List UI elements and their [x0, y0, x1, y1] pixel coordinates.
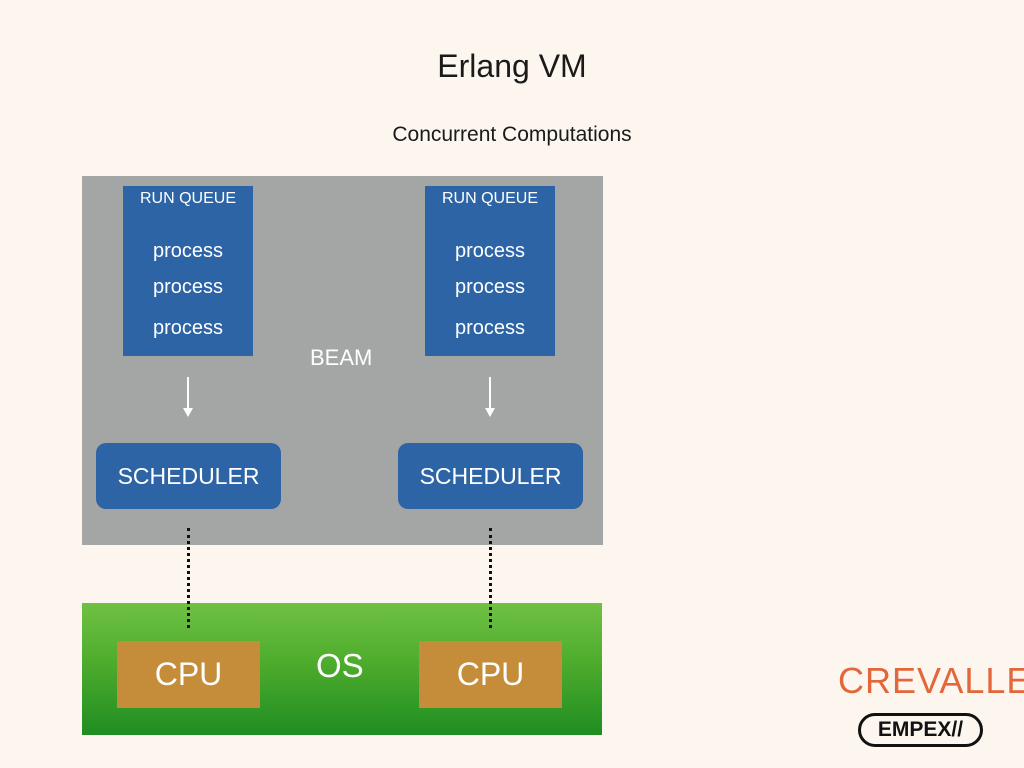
os-label: OS: [316, 647, 364, 684]
process-item: process: [152, 240, 224, 262]
process-item: process: [454, 276, 526, 298]
arrow-down-icon: [489, 377, 491, 411]
dotted-connector: [489, 528, 492, 628]
dotted-connector: [187, 528, 190, 628]
run-queue-header: RUN QUEUE: [139, 190, 236, 207]
arrow-head-icon: [183, 408, 193, 417]
cpu-1: CPU: [117, 641, 260, 708]
scheduler-1: SCHEDULER: [96, 443, 281, 509]
slide-title: Erlang VM: [437, 48, 587, 84]
slide-subtitle: Concurrent Computations: [392, 123, 632, 146]
process-item: process: [454, 317, 526, 339]
arrow-head-icon: [485, 408, 495, 417]
process-item: process: [152, 276, 224, 298]
arrow-down-icon: [187, 377, 189, 411]
run-queue-header: RUN QUEUE: [441, 190, 538, 207]
crevalle-logo: CREVALLE: [838, 660, 1024, 701]
beam-label: BEAM: [310, 345, 373, 370]
cpu-2: CPU: [419, 641, 562, 708]
scheduler-2: SCHEDULER: [398, 443, 583, 509]
empex-logo: EMPEX//: [858, 713, 983, 747]
process-item: process: [152, 317, 224, 339]
run-queue-1: RUN QUEUE process process process: [123, 186, 253, 356]
run-queue-2: RUN QUEUE process process process: [425, 186, 555, 356]
process-item: process: [454, 240, 526, 262]
